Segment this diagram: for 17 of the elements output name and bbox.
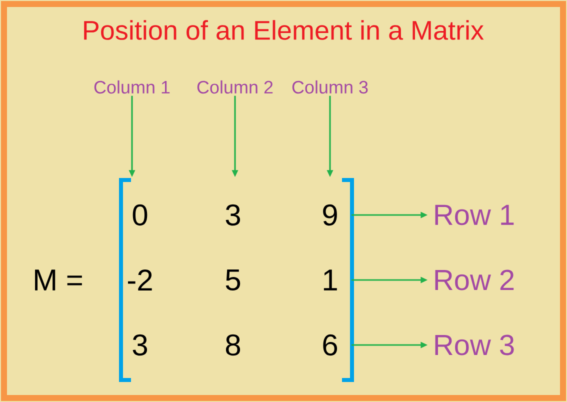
matrix-entry: 8 — [226, 334, 240, 356]
matrix-entry: 9 — [323, 204, 337, 226]
matrix-entry: -2 — [128, 270, 152, 290]
matrix-entry: 3 — [226, 204, 240, 226]
title: Position of an Element in a Matrix — [84, 20, 484, 40]
matrix-entry: 1 — [324, 270, 337, 290]
column-label: Column 2 — [197, 80, 273, 94]
column-label: Column 1 — [94, 80, 170, 94]
row-label: Row 1 — [435, 204, 514, 226]
matrix-name: M = — [35, 270, 82, 290]
matrix-entry: 0 — [132, 204, 148, 226]
matrix-entry: 5 — [226, 270, 240, 290]
matrix-entry: 3 — [132, 334, 148, 356]
matrix-entry: 6 — [323, 334, 338, 356]
row-label: Row 2 — [435, 270, 514, 290]
row-label: Row 3 — [435, 334, 514, 356]
column-label: Column 3 — [292, 80, 368, 94]
